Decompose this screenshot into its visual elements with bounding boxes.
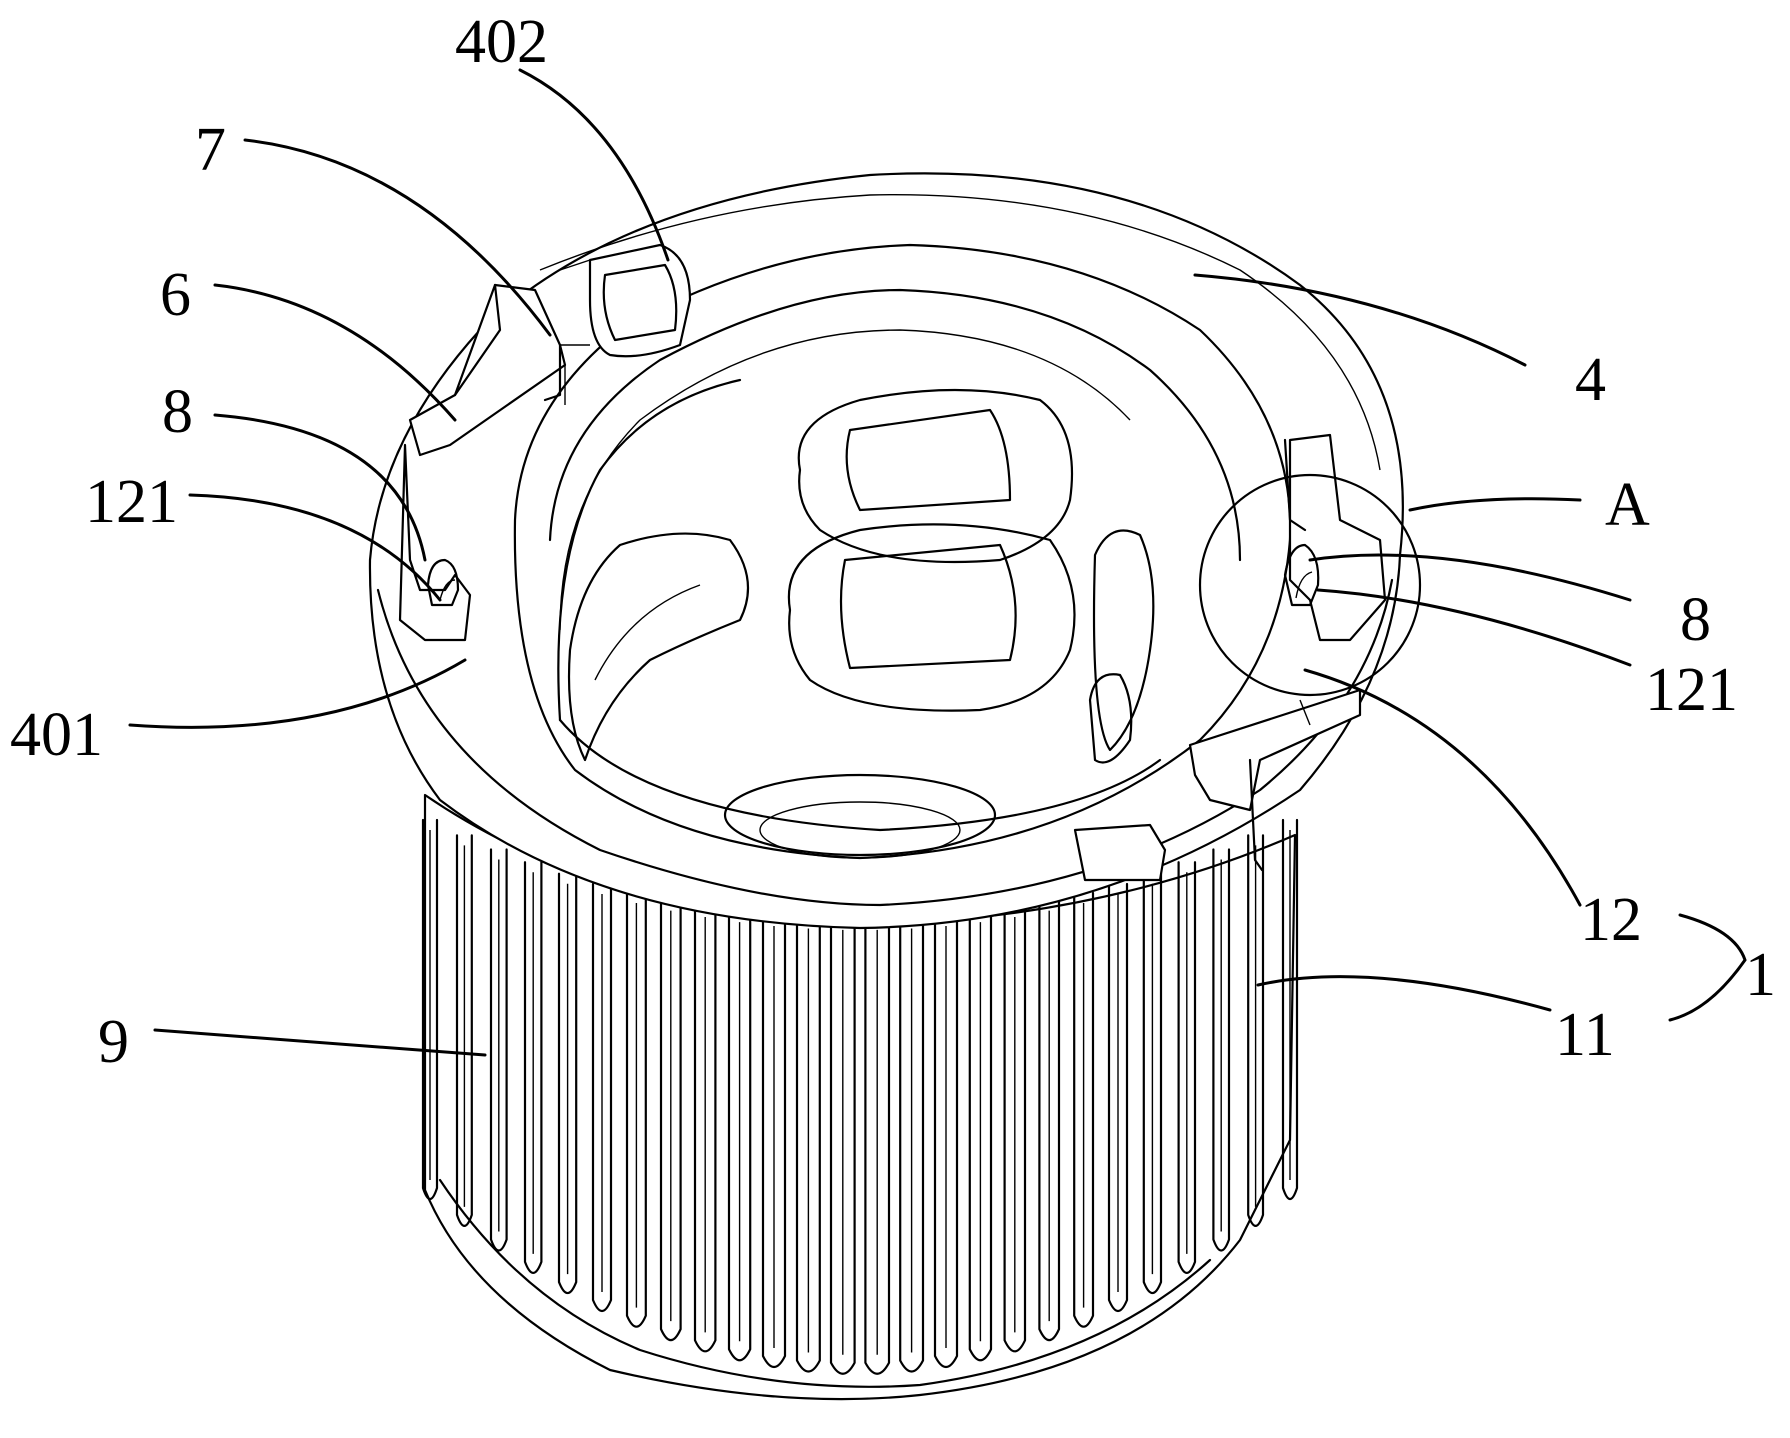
label-A: A	[1605, 471, 1650, 539]
fin	[693, 905, 717, 1353]
fin	[1107, 882, 1129, 1313]
fin	[1247, 834, 1265, 1227]
label-6: 6	[160, 261, 191, 329]
fin	[421, 818, 439, 1201]
fin	[864, 918, 891, 1375]
label-121-right: 121	[1645, 656, 1738, 724]
label-9: 9	[98, 1008, 129, 1076]
fin	[1177, 861, 1197, 1275]
fin	[1281, 818, 1299, 1201]
fin	[1212, 848, 1231, 1252]
heat-sink-body	[421, 793, 1299, 1401]
fin	[625, 891, 647, 1328]
leader-lines	[128, 68, 1747, 1057]
label-7: 7	[195, 116, 226, 184]
fin	[591, 882, 613, 1313]
label-8-left: 8	[162, 378, 193, 446]
label-4: 4	[1575, 346, 1606, 414]
label-11: 11	[1555, 1001, 1615, 1069]
heat-sink-fins	[421, 818, 1299, 1375]
fin	[761, 914, 787, 1369]
fin	[899, 917, 925, 1373]
fin	[829, 918, 856, 1375]
fin	[489, 848, 508, 1252]
fin	[523, 861, 543, 1275]
fin	[968, 911, 993, 1362]
detail-circle-A	[1198, 473, 1422, 697]
fin	[1073, 891, 1095, 1328]
label-1: 1	[1745, 941, 1776, 1009]
fin	[659, 899, 682, 1342]
fin	[933, 914, 959, 1369]
label-121-left: 121	[85, 468, 178, 536]
label-401: 401	[10, 701, 103, 769]
fin	[557, 872, 578, 1295]
fin	[795, 917, 821, 1373]
label-8-right: 8	[1680, 586, 1711, 654]
label-12: 12	[1580, 886, 1642, 954]
reference-labels: 402 7 6 8 121 401 9 4 A 8 121 12 11 1	[10, 8, 1776, 1076]
fin	[1003, 905, 1027, 1353]
fin	[1142, 872, 1163, 1295]
label-402: 402	[455, 8, 548, 76]
fin	[455, 834, 473, 1227]
fin	[727, 911, 752, 1362]
lamp-ring	[368, 172, 1404, 930]
fin	[1038, 899, 1061, 1342]
